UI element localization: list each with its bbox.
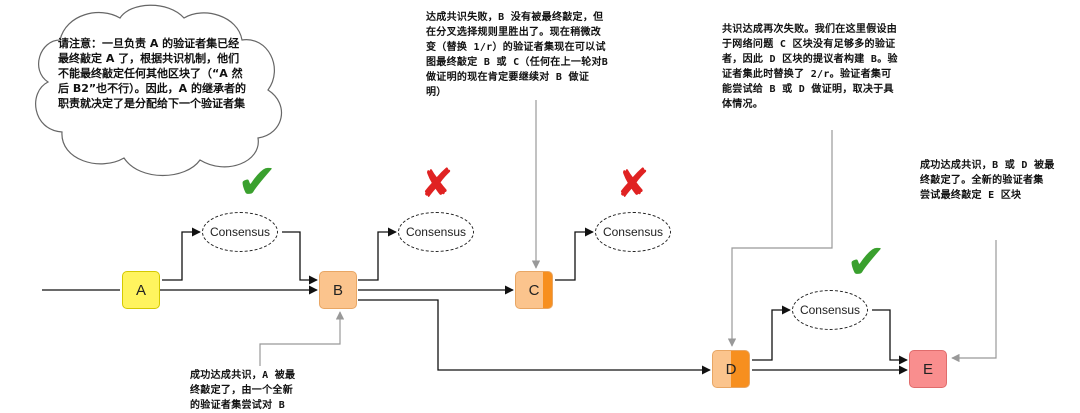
note-line: 成功达成共识，B 或 D 被最	[920, 160, 1055, 171]
note-line: 尝试最终敲定 E 区块	[920, 190, 1022, 201]
block-a: A	[122, 271, 160, 309]
edge-b-consensus	[358, 227, 397, 281]
block-d: D	[712, 350, 750, 388]
check-icon: ✔	[237, 154, 278, 210]
edge-c-consensus	[555, 227, 594, 281]
block-d-label: D	[725, 360, 737, 378]
note-line: 明）	[426, 87, 447, 98]
note-line: 体情况。	[722, 99, 764, 110]
pointer-to-d	[727, 130, 833, 347]
note-line: 达成共识失败，B 没有被最终敲定，但	[426, 12, 604, 23]
block-a-label: A	[135, 281, 146, 299]
edge-d-consensus	[752, 305, 791, 361]
note-line: 成功达成共识，A 被最	[190, 370, 296, 381]
note-e-success: 成功达成共识，B 或 D 被最 终敲定了。全新的验证者集 尝试最终敲定 E 区块	[920, 158, 1080, 203]
pointer-to-b	[259, 311, 345, 366]
consensus-node-4: Consensus	[792, 290, 868, 330]
cloud-note: 请注意：一旦负责 A 的验证者集已经最终敲定 A 了，根据共识机制，他们不能最终…	[58, 37, 246, 110]
consensus-node-3: Consensus	[595, 212, 671, 252]
cross-icon: ✘	[420, 161, 454, 207]
note-line: 图最终敲定 B 或 C（任何在上一轮对B	[426, 57, 609, 68]
block-e-label: E	[922, 360, 933, 378]
note-line: 共识达成再次失败。我们在这里假设由	[722, 24, 898, 35]
note-line: 证者集此时替换了 2/r。验证者集可	[722, 69, 892, 80]
note-b-success: 成功达成共识，A 被最 终敲定了，由一个全新 的验证者集尝试对 B	[190, 368, 350, 413]
note-line: 在分叉选择规则里胜出了。现在稍微改	[426, 27, 602, 38]
note-line: 终敲定了。全新的验证者集	[920, 175, 1044, 186]
block-b-label: B	[332, 281, 343, 299]
consensus-node-1: Consensus	[202, 212, 278, 252]
edge-a-consensus	[162, 227, 201, 281]
check-icon: ✔	[846, 234, 887, 290]
block-e: E	[909, 350, 947, 388]
thought-cloud	[35, 4, 283, 177]
note-line: 变（替换 1/r）的验证者集现在可以试	[426, 42, 606, 53]
note-line: 于网络问题 C 区块没有足够多的验证	[722, 39, 896, 50]
pointer-to-e	[951, 240, 997, 363]
edge-b-d	[358, 299, 711, 375]
note-line: 做证明的现在肯定要继续对 B 做证	[426, 72, 590, 83]
block-c-label: C	[528, 281, 540, 299]
note-d-failure: 共识达成再次失败。我们在这里假设由 于网络问题 C 区块没有足够多的验证 者，因…	[722, 22, 962, 112]
block-b: B	[319, 271, 357, 309]
note-line: 者，因此 D 区块的提议者构建 B。验	[722, 54, 898, 65]
note-line: 终敲定了，由一个全新	[190, 385, 293, 396]
consensus-node-2: Consensus	[398, 212, 474, 252]
edge-consensus-e	[872, 309, 908, 365]
note-c-failure: 达成共识失败，B 没有被最终敲定，但 在分叉选择规则里胜出了。现在稍微改 变（替…	[426, 10, 666, 100]
block-c: C	[515, 271, 553, 309]
cross-icon: ✘	[616, 161, 650, 207]
edge-consensus-b	[282, 231, 318, 285]
note-line: 能尝试给 B 或 D 做证明，取决于具	[722, 84, 894, 95]
